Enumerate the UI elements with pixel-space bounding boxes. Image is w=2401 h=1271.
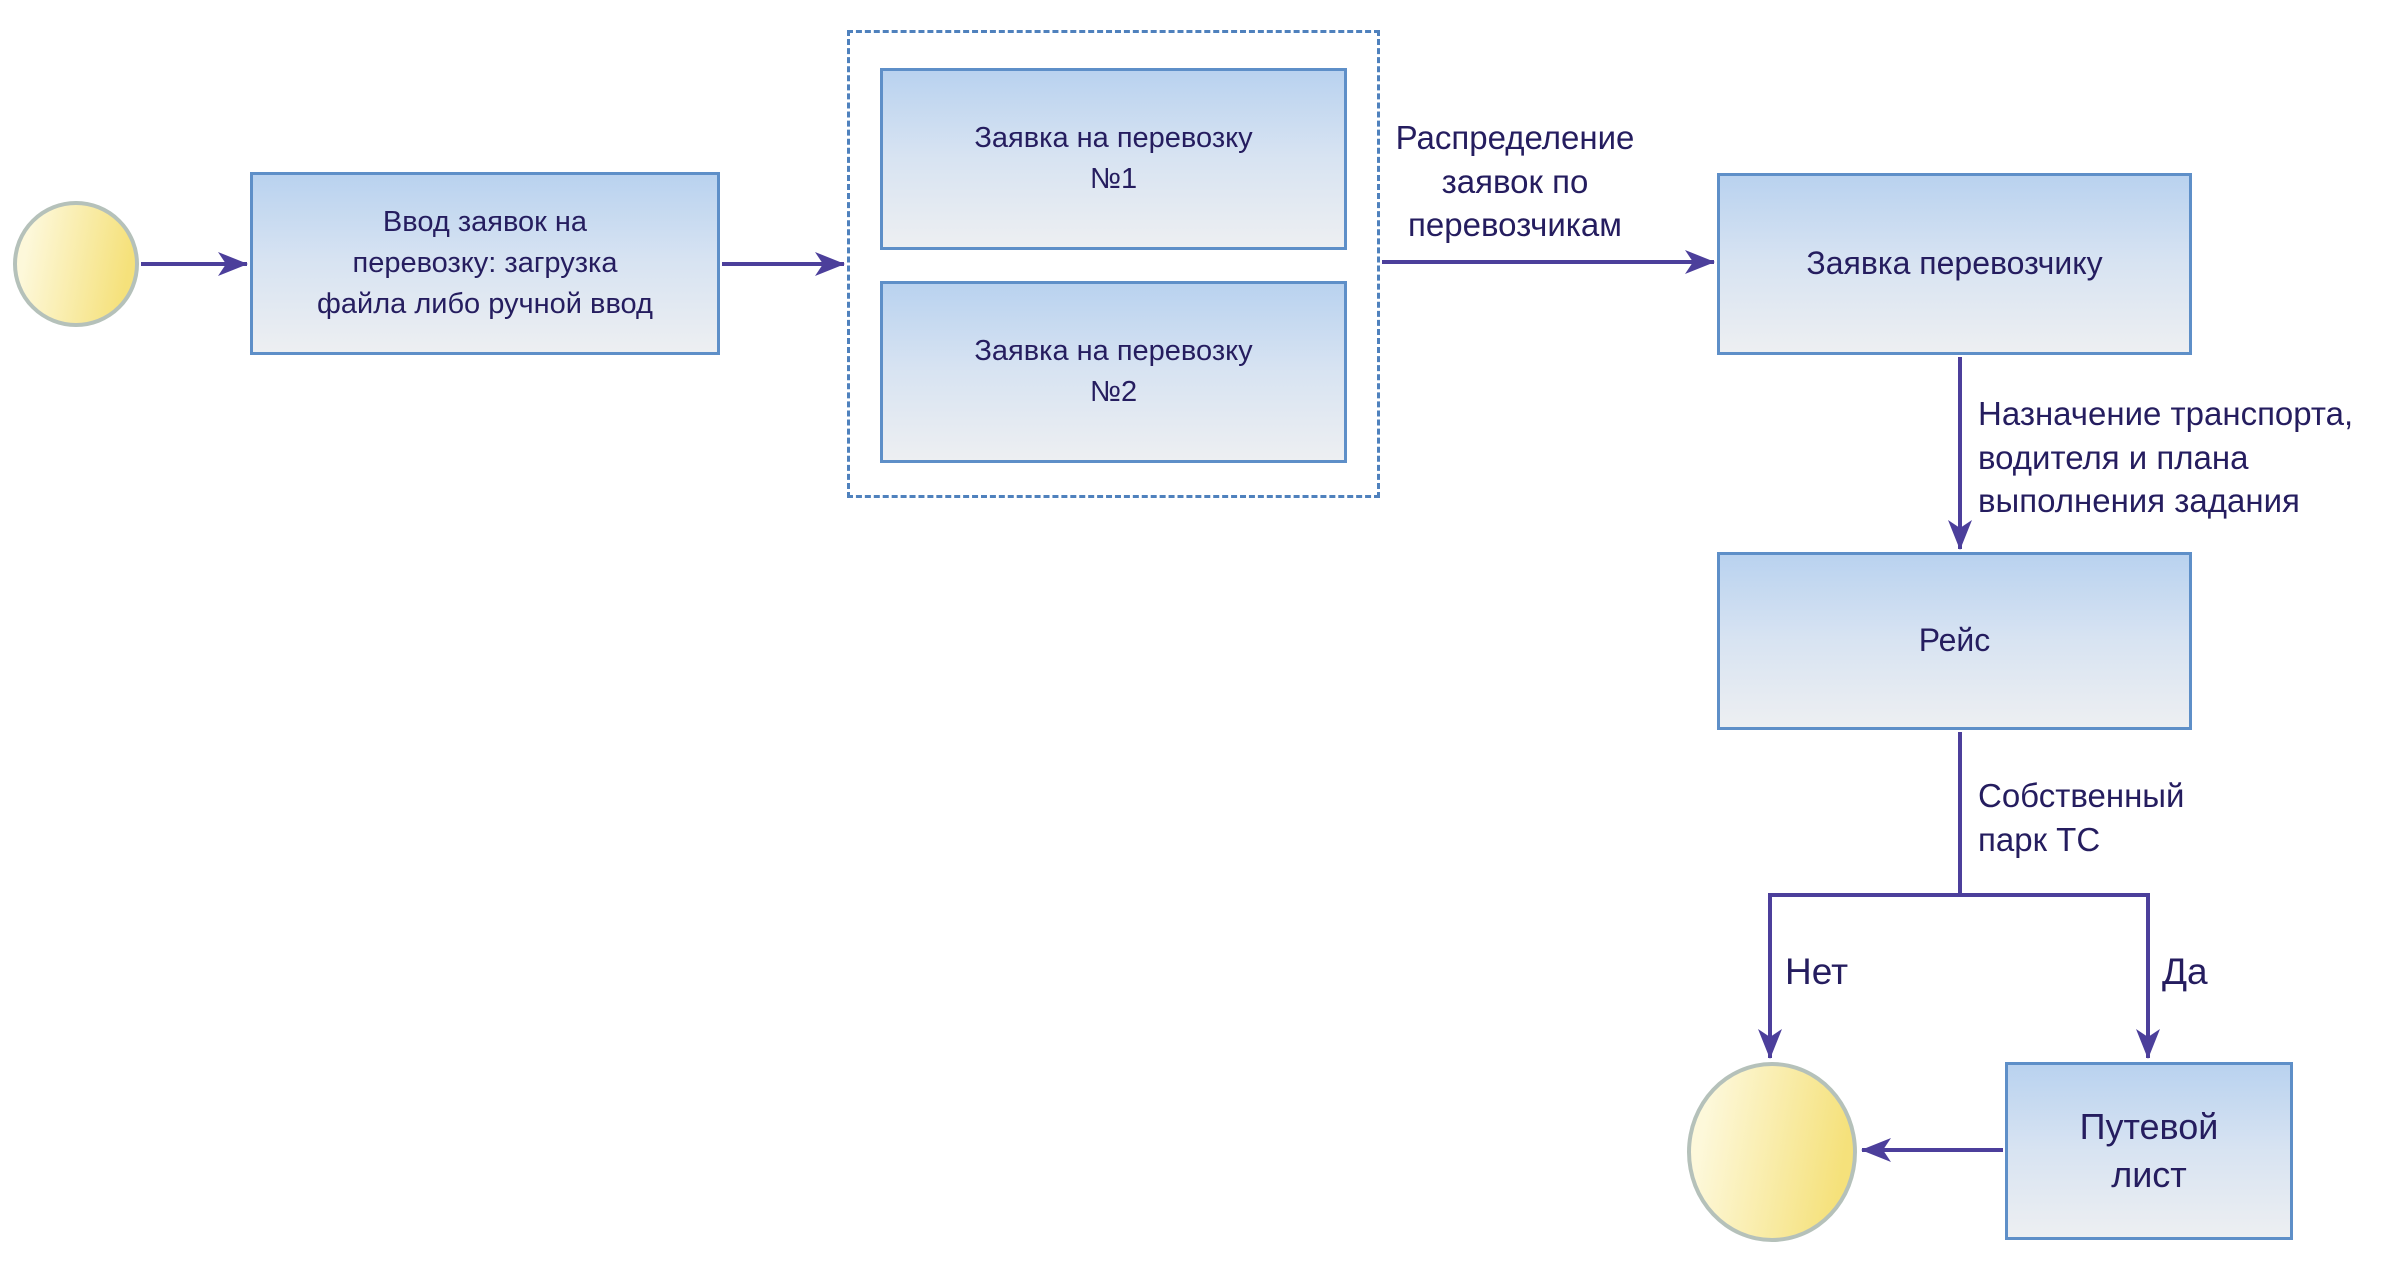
waybill-box: Путевой лист xyxy=(2005,1062,2293,1240)
own-fleet-label: Собственный парк ТС xyxy=(1978,777,2185,858)
transport-request-1-box: Заявка на перевозку №1 xyxy=(880,68,1347,250)
carrier-request-box: Заявка перевозчику xyxy=(1717,173,2192,355)
distribution-label: Распределение заявок по перевозчикам xyxy=(1395,119,1635,244)
trip-label: Рейс xyxy=(1918,622,1991,659)
input-requests-label: Ввод заявок на перевозку: загрузка файла… xyxy=(317,205,653,321)
waybill-label: Путевой лист xyxy=(2079,1106,2219,1195)
yes-label: Да xyxy=(2162,951,2208,992)
input-requests-box: Ввод заявок на перевозку: загрузка файла… xyxy=(250,172,720,355)
no-label: Нет xyxy=(1785,951,1849,992)
end-event-circle xyxy=(1687,1062,1857,1242)
transport-request-group xyxy=(847,30,1380,498)
transport-request-1-label: Заявка на перевозку №1 xyxy=(974,121,1253,195)
transport-request-2-label: Заявка на перевозку №2 xyxy=(974,334,1253,408)
trip-box: Рейс xyxy=(1717,552,2192,730)
carrier-request-label: Заявка перевозчику xyxy=(1806,245,2103,282)
transport-request-2-box: Заявка на перевозку №2 xyxy=(880,281,1347,463)
start-event-circle xyxy=(13,201,139,327)
assignment-label: Назначение транспорта, водителя и плана … xyxy=(1978,395,2354,520)
